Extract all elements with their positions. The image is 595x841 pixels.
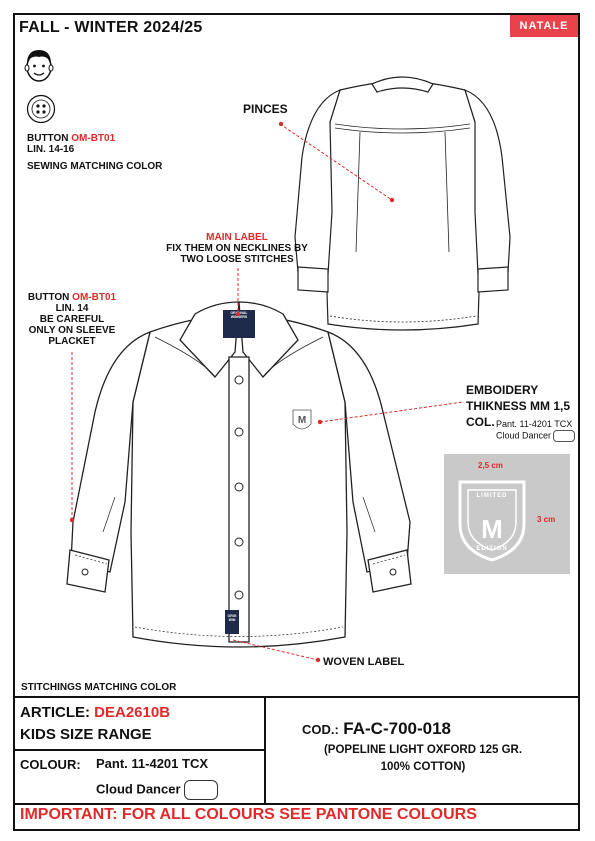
patch-letter: M: [481, 514, 503, 544]
embroidery-color-name: Cloud Dancer: [496, 430, 552, 441]
embroidery-swatch: [553, 430, 576, 442]
fabric-text: (POPELINE LIGHT OXFORD 125 GR.: [323, 744, 523, 756]
main-label-line2: TWO LOOSE STITCHES: [180, 254, 294, 265]
woven-label-text: ORIG WIN: [227, 614, 237, 622]
colour-name: Cloud Dancer: [96, 781, 181, 797]
kid-face-logo-icon: [24, 50, 54, 82]
pinces-label: PINCES: [243, 102, 288, 116]
patch-text-bottom: EDITION: [476, 546, 508, 552]
table-top-line: [13, 696, 580, 698]
patch-width-label: 2,5 cm: [478, 461, 503, 470]
button-sleeve-lin: LIN. 14: [55, 303, 89, 314]
sewing-color-note: SEWING MATCHING COLOR: [27, 161, 163, 172]
cod-label: COD.:: [302, 722, 339, 737]
season-title: FALL - WINTER 2024/25: [19, 19, 203, 36]
patch-text-top: LIMITED: [476, 493, 508, 499]
button-sleeve-only: ONLY ON SLEEVE: [28, 325, 116, 336]
fabric-composition: (POPELINE LIGHT OXFORD 125 GR. 100% COTT…: [266, 742, 580, 776]
button-top-prefix: BUTTON: [27, 133, 72, 144]
patch-height-label: 3 cm: [537, 515, 556, 524]
button-top-code: OM-BT01: [71, 133, 116, 144]
colour-swatch: [183, 780, 218, 800]
composition-text: 100% COTTON): [380, 761, 466, 773]
embroidery-title: EMBOIDERY: [466, 383, 539, 397]
article-code: DEA2610B: [94, 704, 171, 721]
limited-edition-emblem-icon: [458, 480, 526, 562]
table-divider: [264, 697, 266, 803]
table-mid-line: [13, 749, 265, 751]
main-label-note: MAIN LABEL FIX THEM ON NECKLINES BY TWO …: [148, 232, 326, 265]
button-sleeve-prefix: BUTTON: [27, 292, 73, 303]
cod-row: COD.: FA-C-700-018: [302, 719, 451, 739]
cod-value: FA-C-700-018: [343, 719, 452, 738]
size-range: KIDS SIZE RANGE: [20, 726, 152, 743]
article-row: ARTICLE: DEA2610B: [20, 704, 170, 721]
button-top-note: BUTTON OM-BT01 LIN. 14-16: [27, 133, 115, 155]
tech-sheet-frame: [13, 13, 580, 831]
embroidery-note: EMBOIDERY THIKNESS MM 1,5 COL.: [466, 382, 570, 430]
article-label: ARTICLE:: [20, 704, 90, 721]
button-sleeve-note: BUTTON OM-BT01 LIN. 14 BE CAREFUL ONLY O…: [18, 292, 126, 347]
embroidery-col-label: COL.: [466, 415, 495, 429]
button-sleeve-code: OM-BT01: [72, 292, 117, 303]
table-bottom-line: [13, 803, 580, 805]
button-icon: [26, 94, 56, 124]
stitchings-note: STITCHINGS MATCHING COLOR: [21, 682, 177, 693]
colour-label: COLOUR:: [20, 757, 81, 772]
brand-badge: NATALE: [510, 15, 578, 37]
shirt-front-drawing: M: [66, 301, 412, 648]
main-label-title: MAIN LABEL: [206, 232, 268, 243]
button-sleeve-careful: BE CAREFUL: [39, 314, 105, 325]
embroidery-thickness: THIKNESS MM 1,5: [466, 399, 571, 413]
colour-swatch-row: Cloud Dancer: [96, 780, 218, 800]
main-label-line1: FIX THEM ON NECKLINES BY: [166, 243, 308, 254]
button-top-lin: LIN. 14-16: [27, 144, 75, 155]
colour-pantone: Pant. 11-4201 TCX: [96, 756, 208, 771]
woven-label-note: WOVEN LABEL: [323, 656, 405, 668]
svg-text:M: M: [298, 415, 306, 426]
shirt-back-drawing: [294, 76, 511, 331]
embroidery-pantone: Pant. 11-4201 TCX: [496, 419, 573, 429]
embroidery-color: Pant. 11-4201 TCX Cloud Dancer: [496, 419, 576, 442]
important-footer: IMPORTANT: FOR ALL COLOURS SEE PANTONE C…: [20, 806, 477, 823]
button-sleeve-placket: PLACKET: [48, 336, 96, 347]
